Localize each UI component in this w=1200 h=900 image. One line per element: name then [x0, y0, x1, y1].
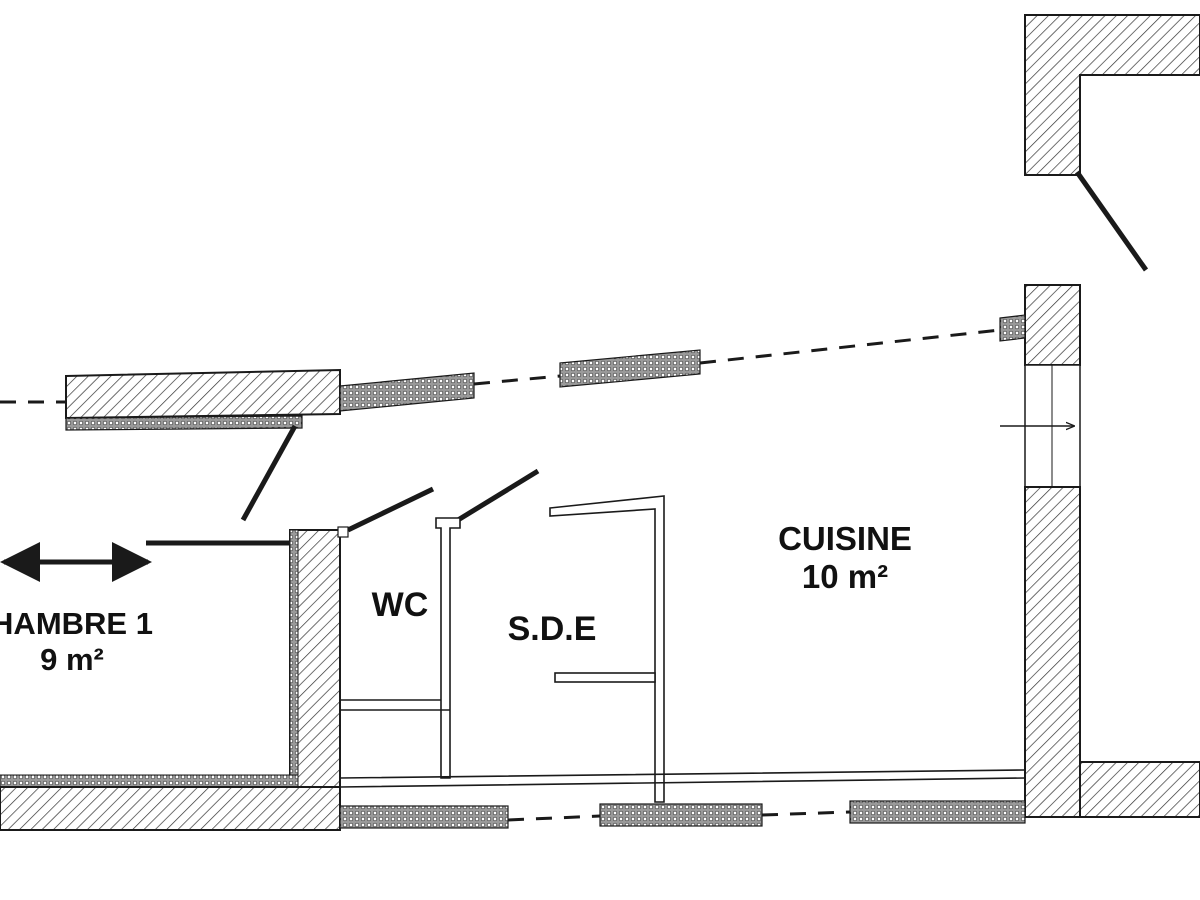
room-label-chambre: HAMBRE 1 9 m²	[0, 606, 182, 677]
room-label-wc: WC	[350, 586, 450, 625]
room-name: S.D.E	[507, 610, 597, 648]
wall-stub	[337, 526, 349, 538]
wall-bottom	[339, 800, 1026, 829]
wall-bottom-left	[0, 774, 341, 831]
door-leaf-top-right	[1074, 170, 1149, 272]
wall-top-right	[1024, 14, 1200, 176]
wall-right	[1024, 284, 1200, 818]
room-name: WC	[371, 586, 429, 624]
room-area: 10 m²	[801, 557, 889, 595]
door-leaves	[240, 424, 540, 533]
room-name: HAMBRE 1	[0, 606, 153, 641]
room-area: 9 m²	[40, 641, 104, 677]
room-label-cuisine: CUISINE 10 m²	[745, 520, 945, 596]
wall-top-sloped	[0, 314, 1026, 431]
partitions	[339, 495, 1026, 803]
room-name: CUISINE	[778, 520, 912, 557]
room-label-sde: S.D.E	[482, 610, 622, 649]
